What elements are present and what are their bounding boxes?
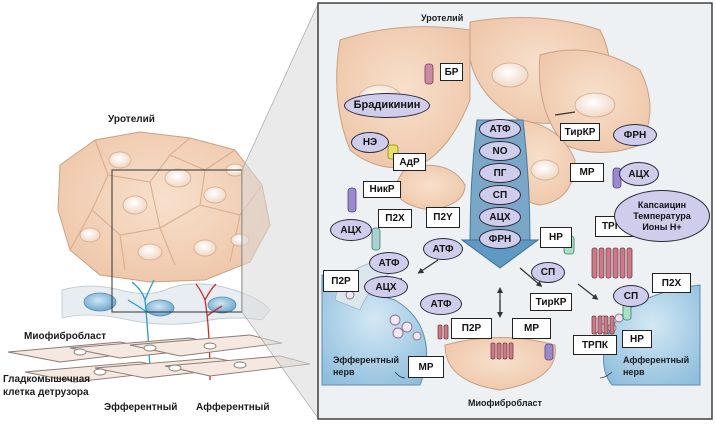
detail-ion-channels: [437, 247, 633, 360]
oval-bradykinin: Брадикинин: [344, 93, 430, 118]
stimuli-line-capsaicin: Капсаицин: [637, 199, 687, 210]
detail-urothelium-label: Уротелий: [421, 13, 464, 23]
left-urothelium-cells: [57, 131, 271, 283]
efferent-nerve-label-line2: нерв: [333, 367, 355, 377]
smooth-muscle-label-line1: Гладкомышечная: [3, 374, 91, 385]
stimuli-line-temperature: Температура: [633, 210, 691, 221]
box-nr-center: НР: [540, 227, 572, 248]
box-tirkr-bottom: ТирКР: [530, 293, 572, 311]
zoom-projection: [241, 3, 319, 419]
box-mr-center: МР: [512, 318, 551, 339]
box-nr-bottom: НР: [622, 330, 652, 348]
afferent-label: Афферентный: [196, 402, 270, 413]
oval-stack-ach: АЦХ: [479, 207, 521, 227]
box-p2y: П2Y: [426, 207, 460, 228]
left-smooth-muscle-cells: [7, 334, 311, 383]
left-submucosa: [61, 283, 271, 325]
oval-stimuli: Капсаицин Температура Ионы Н+: [614, 190, 710, 242]
box-br: БР: [440, 63, 463, 81]
oval-ne: НЭ: [351, 132, 389, 153]
box-nikr: НикР: [363, 181, 401, 198]
oval-stack-frn: ФРН: [479, 229, 521, 249]
oval-atp-left: АТФ: [369, 252, 409, 274]
oval-atp-mid: АТФ: [423, 238, 463, 260]
box-adr: АдР: [393, 153, 426, 171]
box-p2r-center: П2Р: [451, 318, 492, 339]
detail-myofibroblast-label: Миофибробласт: [468, 398, 542, 408]
box-p2x-left: П2X: [378, 209, 412, 228]
detail-receptor-anchors: [347, 63, 632, 377]
box-tirkr-top: ТирКР: [560, 123, 600, 141]
box-mr-right: МР: [570, 163, 604, 182]
oval-stack-no: NO: [479, 141, 521, 161]
afferent-nerve-label-line1: Афферентный: [623, 355, 690, 365]
box-p2r-left: П2Р: [323, 270, 359, 292]
efferent-nerve-label-line1: Эфферентный: [333, 355, 400, 365]
oval-ach-left2: АЦХ: [364, 276, 408, 298]
oval-stack-atf: АТФ: [479, 119, 521, 139]
box-mr-bottom: МР: [408, 356, 444, 378]
oval-ach-left: АЦХ: [330, 219, 372, 241]
afferent-nerve-label-line2: нерв: [623, 367, 645, 377]
box-trpk-bottom: ТРПК: [573, 335, 617, 355]
left-myofibroblast-label: Миофибробласт: [24, 331, 107, 342]
box-p2x-right: П2X: [652, 273, 691, 293]
oval-stack-sp: СП: [479, 185, 521, 205]
stimuli-line-ions: Ионы Н+: [642, 221, 682, 232]
left-urothelium-label: Уротелий: [108, 114, 155, 125]
detail-arrows: [382, 111, 599, 318]
smooth-muscle-label-line2: клетка детрузора: [3, 387, 89, 398]
detail-nerve-lines: [394, 371, 613, 379]
oval-frn-right: ФРН: [613, 124, 657, 146]
efferent-label: Эфферентный: [104, 402, 178, 413]
oval-ach-right: АЦХ: [619, 162, 659, 186]
oval-sp-mid: СП: [531, 262, 565, 283]
oval-atp-bottom: АТФ: [420, 293, 462, 315]
oval-stack-pg: ПГ: [479, 163, 521, 183]
oval-sp-right: СП: [613, 285, 649, 307]
